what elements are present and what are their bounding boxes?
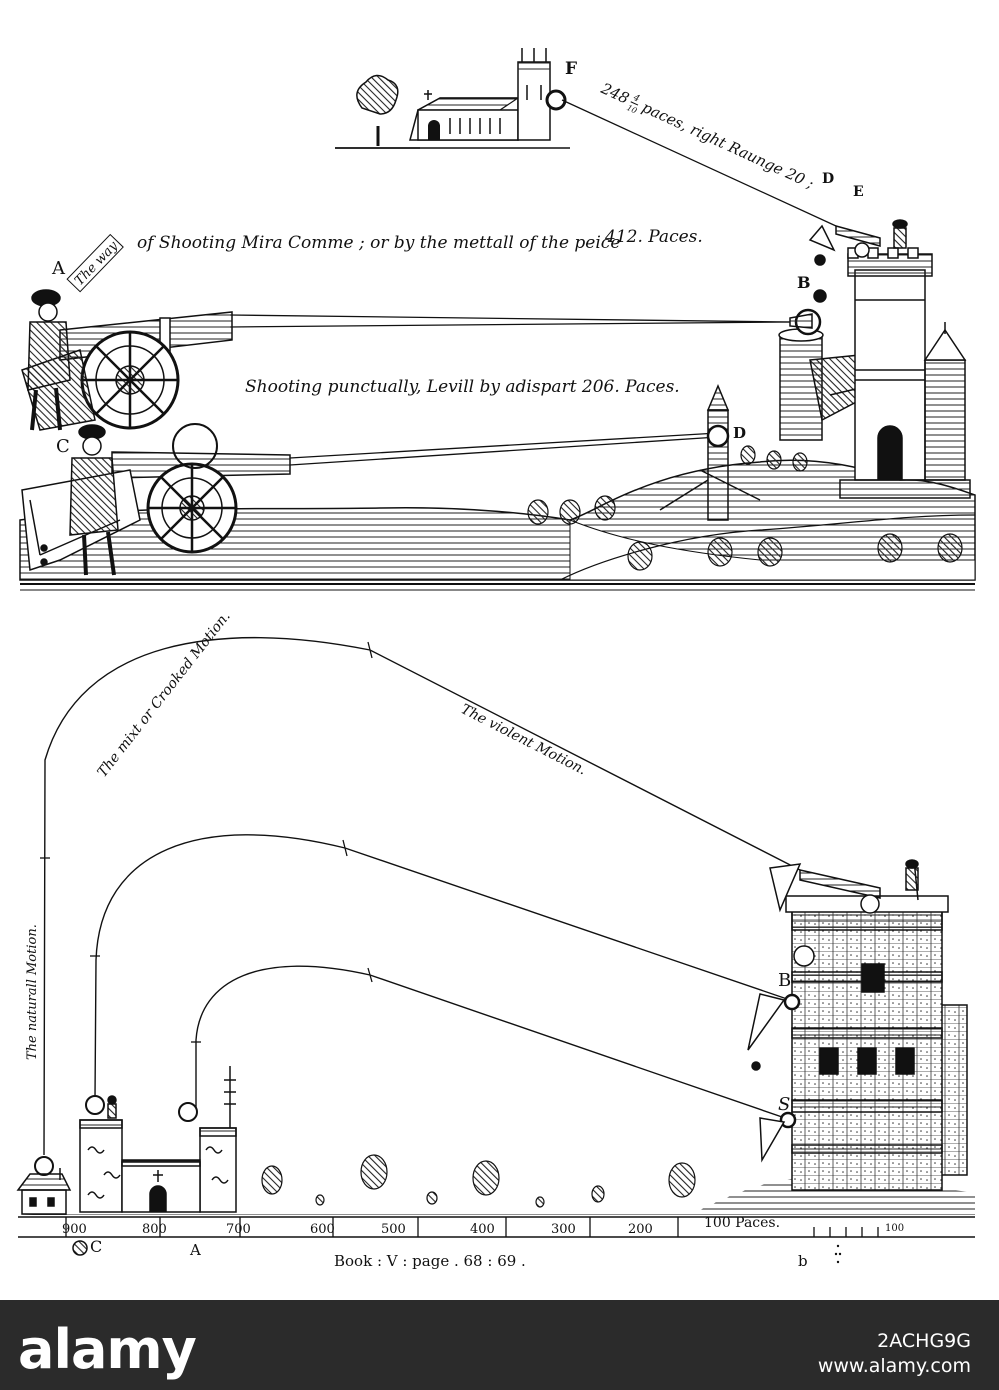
label-d-top: D [822, 171, 834, 187]
post-d [659, 384, 761, 521]
scale-300: 300 [551, 1222, 576, 1237]
scale-800: 800 [142, 1222, 167, 1237]
top-trajectories [229, 314, 791, 466]
scale-500: 500 [381, 1222, 406, 1237]
text-violent-motion: The violent Motion. [458, 701, 589, 778]
engraving-illustration: F 248 4 10 paces, right Raunge 20 ; D E … [16, 48, 976, 1270]
svg-text:The way: The way [72, 238, 122, 289]
scale-400: 400 [470, 1222, 495, 1237]
label-a-top: A [51, 258, 66, 279]
scale-900: 900 [62, 1222, 87, 1237]
line-f-e [561, 99, 837, 227]
site-url: www.alamy.com [817, 1355, 971, 1377]
tower-right [747, 859, 968, 1191]
svg-text:paces, right Raunge 20 ;: paces, right Raunge 20 ; [639, 98, 817, 193]
scale-600: 600 [310, 1222, 335, 1237]
gunner-a [27, 289, 71, 431]
text-shooting-punctually: Shooting punctually, Levill by adispart … [245, 377, 680, 397]
church-f [335, 48, 570, 149]
label-a-bottom: A [189, 1241, 201, 1259]
castle [79, 1066, 237, 1213]
svg-text:4: 4 [631, 93, 642, 105]
fortress [778, 219, 971, 499]
svg-text:10: 10 [625, 103, 638, 115]
trees-top [527, 445, 963, 571]
bottom-scene: The naturall Motion. The mixt or Crooked… [16, 609, 975, 1270]
label-d-mid: D [733, 424, 746, 442]
label-b-small: b [798, 1252, 808, 1270]
label-s: S [778, 1094, 790, 1115]
text-mira-comme: of Shooting Mira Comme ; or by the metta… [137, 233, 620, 253]
top-scene: F 248 4 10 paces, right Raunge 20 ; D E … [19, 48, 976, 591]
the-way-banner: The way [66, 233, 124, 293]
trees-bottom [261, 1154, 696, 1208]
text-naturall-motion: The naturall Motion. [25, 924, 40, 1060]
label-c-top: C [56, 436, 70, 457]
label-b-bottom: B [778, 970, 791, 991]
small-house [16, 1168, 72, 1215]
alamy-logo: alamy [18, 1318, 197, 1381]
range-annotation: 248 4 10 paces, right Raunge 20 ; [597, 79, 817, 193]
svg-text:248: 248 [597, 79, 631, 108]
scale-200: 200 [628, 1222, 653, 1237]
label-b-top: B [797, 273, 811, 292]
label-f: F [565, 59, 577, 79]
label-e: E [853, 184, 864, 200]
text-mixt-motion: The mixt or Crooked Motion. [95, 609, 234, 781]
caption: Book : V : page . 68 : 69 . [334, 1252, 526, 1270]
trajectories-bottom [43, 636, 801, 1156]
watermark-footer [0, 1300, 999, 1390]
image-code: 2ACHG9G [877, 1330, 971, 1352]
gunner-c [69, 424, 119, 576]
scale-100-small: 100 [885, 1223, 904, 1234]
cannon-balls [34, 1095, 198, 1176]
scale-700: 700 [226, 1222, 251, 1237]
label-c-bottom: C [90, 1237, 102, 1256]
scale-100-paces: 100 Paces. [704, 1215, 780, 1231]
scale-bar: 900 800 700 600 500 400 300 200 100 Pace… [18, 1215, 975, 1270]
text-412-paces: 412. Paces. [604, 227, 703, 247]
